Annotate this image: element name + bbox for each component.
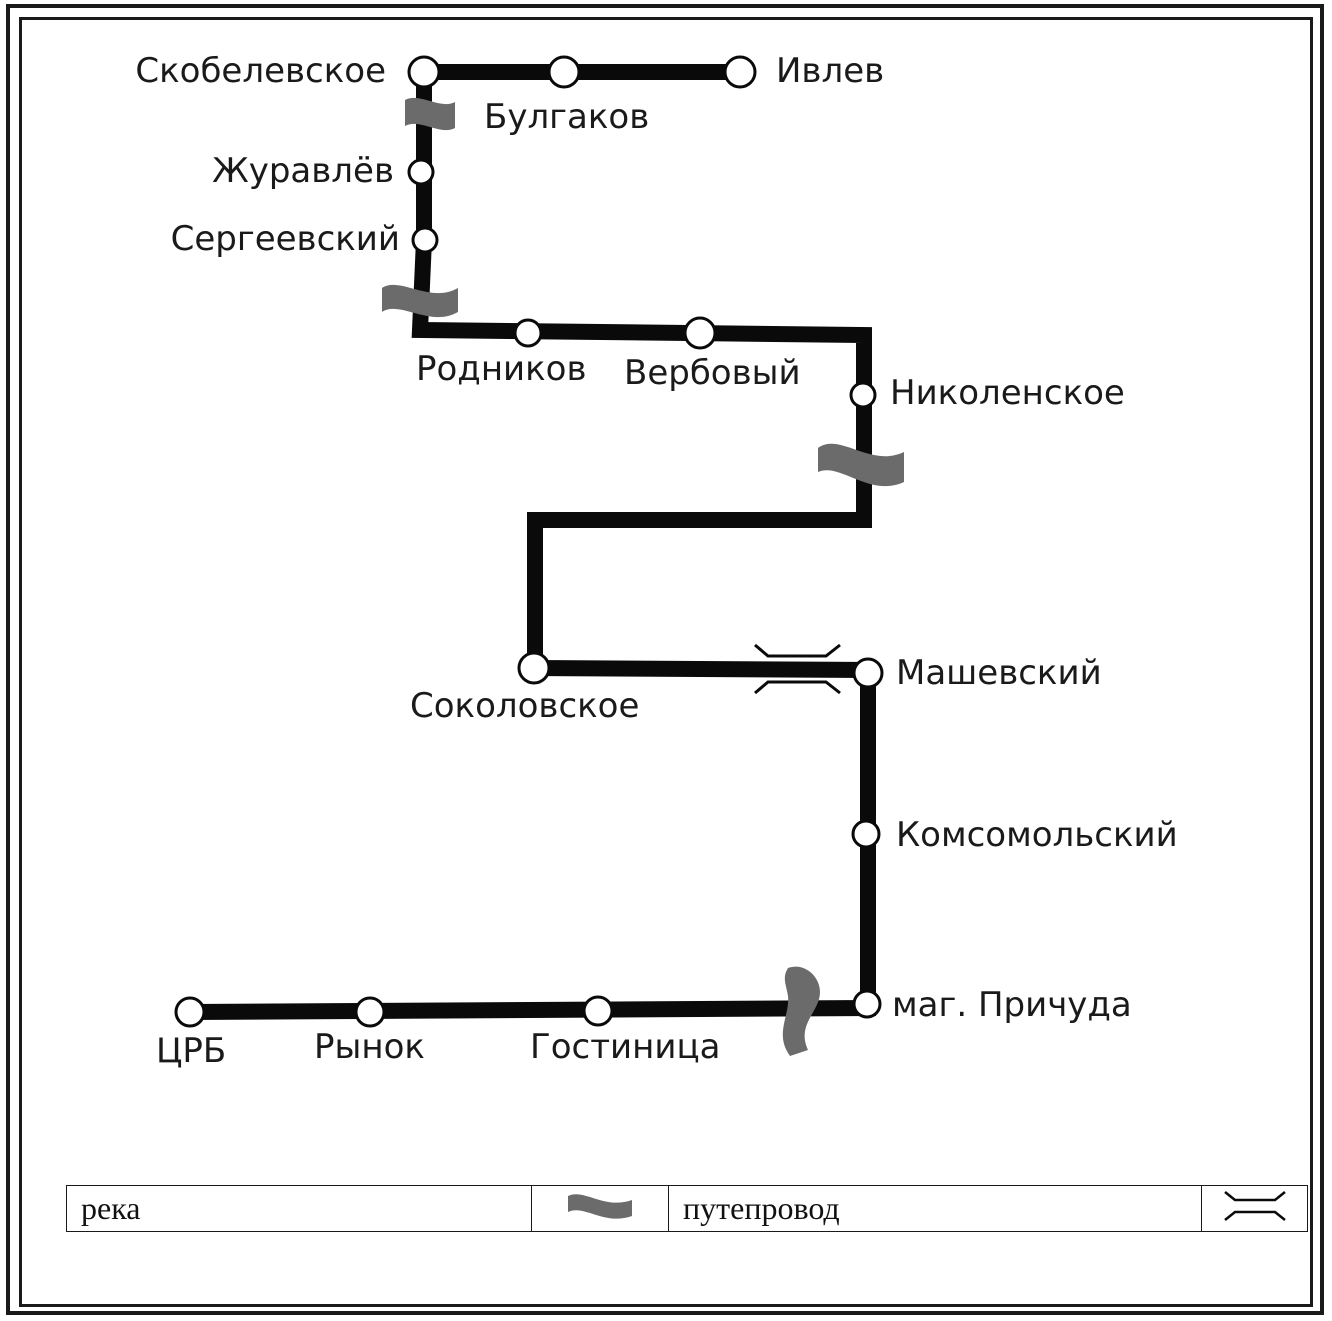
label-verbovy: Вербовый: [624, 353, 801, 393]
label-prichuda: маг. Причуда: [892, 985, 1132, 1025]
label-gostinitsa: Гостиница: [530, 1027, 720, 1067]
river-crossing-2: [382, 284, 458, 318]
label-rynok: Рынок: [314, 1027, 425, 1067]
label-bulgakov: Булгаков: [484, 97, 649, 137]
station-komsomolsky: [851, 819, 881, 849]
station-rynok: [354, 996, 386, 1028]
station-verbovy: [683, 316, 717, 350]
legend-river-label: река: [66, 1185, 532, 1232]
label-sokolovskoe: Соколовское: [410, 686, 639, 726]
station-zhuravlev: [407, 158, 435, 186]
station-gostinitsa: [582, 995, 614, 1027]
station-ivlev: [723, 55, 757, 89]
legend-river-symbol: [531, 1185, 669, 1232]
route-line: [189, 64, 876, 1020]
label-zhuravlev: Журавлёв: [212, 151, 394, 191]
label-nikolenskoe: Николенское: [890, 373, 1125, 413]
station-bulgakov: [547, 55, 581, 89]
inner-frame: [19, 17, 1313, 1307]
legend-table: река путепровод: [66, 1185, 1308, 1232]
label-crb: ЦРБ: [156, 1031, 226, 1071]
station-skobelevskoe: [407, 55, 441, 89]
station-rodnikov: [513, 318, 543, 348]
label-mashevsky: Машевский: [896, 653, 1102, 693]
legend-overpass-label: путепровод: [668, 1185, 1202, 1232]
outer-frame: [6, 4, 1324, 1315]
station-crb: [174, 996, 206, 1028]
label-komsomolsky: Комсомольский: [896, 815, 1178, 855]
station-sokolovskoe: [517, 651, 551, 685]
river-crossing-1: [405, 97, 455, 131]
overpass-icon: [1223, 1191, 1286, 1221]
label-skobelevskoe: Скобелевское: [135, 51, 386, 91]
river-crossing-3: [818, 443, 904, 487]
label-ivlev: Ивлев: [776, 51, 884, 91]
station-prichuda: [852, 989, 882, 1019]
label-rodnikov: Родников: [416, 349, 587, 389]
label-sergeevsky: Сергеевский: [171, 219, 400, 259]
station-mashevsky: [852, 657, 884, 689]
river-crossing-4: [782, 966, 820, 1056]
station-nikolenskoe: [849, 381, 877, 409]
river-icon: [568, 1194, 632, 1219]
legend-overpass-symbol: [1201, 1185, 1308, 1232]
station-sergeevsky: [411, 226, 439, 254]
overpass-symbol: [754, 643, 841, 695]
